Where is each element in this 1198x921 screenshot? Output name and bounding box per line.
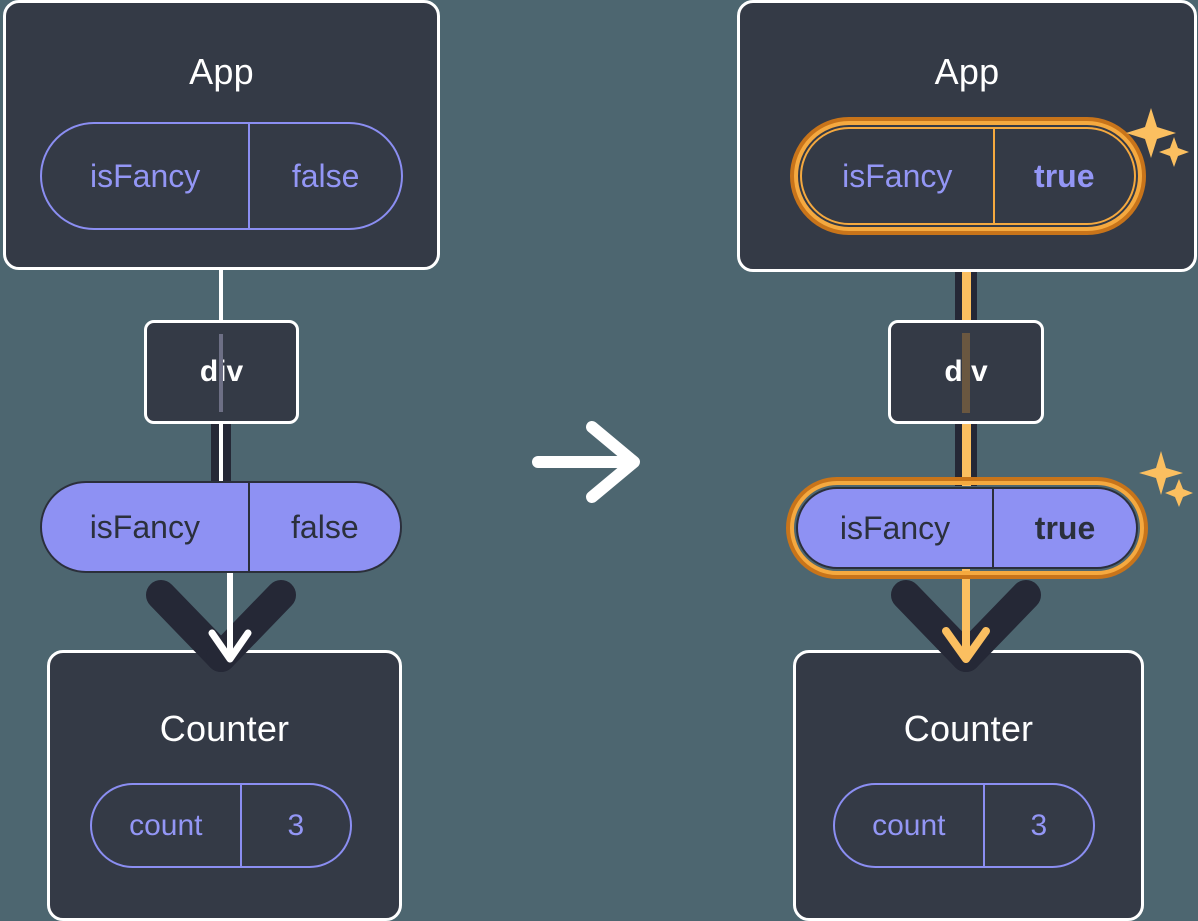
transition-arrow-right-icon [532, 421, 640, 503]
prop-pill-key-after: isFancy [798, 489, 995, 567]
connector-app-to-div-left [219, 268, 223, 322]
counter-state-key-before: count [92, 785, 242, 866]
app-state-highlight-ring-after [790, 117, 1146, 235]
app-state-key-before: isFancy [42, 124, 251, 228]
sparkles-icon-app-after [1126, 108, 1189, 167]
state-line-through-div-right [962, 333, 970, 413]
counter-state-value-before: 3 [287, 808, 305, 842]
app-state-pill-before: isFancy false [40, 122, 403, 230]
app-state-value-before: false [291, 157, 360, 194]
counter-card-before: Counter [47, 650, 402, 921]
state-line-through-div-left [219, 334, 223, 412]
counter-card-title-before: Counter [159, 708, 290, 749]
prop-pill-highlight-ring-after [786, 477, 1148, 579]
connector-div-to-pill-inner-right [962, 422, 971, 486]
counter-state-value-after: 3 [1030, 808, 1048, 842]
connector-div-to-pill-inner-left [219, 422, 223, 484]
counter-state-pill-before: count 3 [90, 783, 352, 868]
prop-pill-before: isFancy false [40, 481, 402, 573]
prop-pill-key-before: isFancy [42, 483, 250, 571]
prop-pill-value-before: false [291, 508, 359, 545]
state-flow-arrow-left [208, 555, 252, 663]
app-card-title-after: App [934, 51, 1000, 92]
app-card-title-before: App [189, 51, 254, 92]
counter-state-pill-after: count 3 [833, 783, 1095, 868]
sparkles-icon-prop-after [1139, 451, 1193, 507]
counter-state-key-after: count [835, 785, 985, 866]
counter-card-title-after: Counter [903, 708, 1034, 749]
prop-pill-after: isFancy true [796, 487, 1138, 569]
prop-pill-value-after: true [1034, 509, 1096, 546]
